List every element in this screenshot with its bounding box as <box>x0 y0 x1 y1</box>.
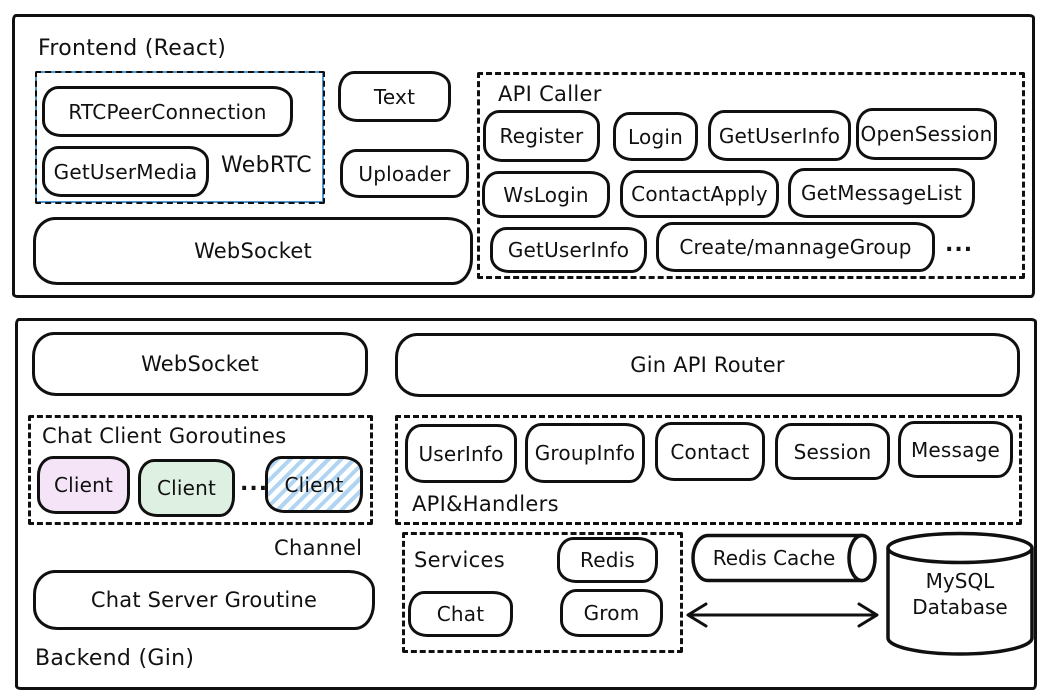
mysql-cylinder-shape <box>886 531 1034 656</box>
db-sync-arrow <box>680 601 885 629</box>
clients-ellipsis: ... <box>240 471 269 496</box>
uploader-box: Uploader <box>340 149 469 198</box>
mysql-label-line2: Database <box>912 595 1008 619</box>
webrtc-label: WebRTC <box>221 153 312 178</box>
api-caller-title: API Caller <box>498 82 602 106</box>
api-register-box: Register <box>483 110 600 162</box>
api-contactapply-box: ContactApply <box>620 170 779 218</box>
api-getuserinfo-box: GetUserInfo <box>708 110 851 161</box>
webrtc-group-frame <box>34 70 325 204</box>
service-chat-box: Chat <box>408 591 513 637</box>
api-handlers-label: API&Handlers <box>412 492 559 516</box>
text-box: Text <box>338 71 451 122</box>
api-caller-group <box>477 72 1025 279</box>
api-getmessagelist-box: GetMessageList <box>788 168 975 218</box>
service-redis-box: Redis <box>557 537 658 583</box>
redis-cache-cylinder-shape <box>691 533 877 583</box>
services-title: Services <box>414 548 505 572</box>
frontend-title: Frontend (React) <box>38 36 227 61</box>
client-goroutine-box-1: Client <box>37 456 130 514</box>
getusermedia-box: GetUserMedia <box>42 146 209 197</box>
gin-api-router-box: Gin API Router <box>395 333 1020 397</box>
handler-session-box: Session <box>775 423 890 480</box>
api-wslogin-box: WsLogin <box>482 171 610 218</box>
api-handlers-group <box>395 415 1022 525</box>
handler-contact-box: Contact <box>655 422 765 481</box>
api-login-box: Login <box>613 112 698 161</box>
api-caller-ellipsis: ... <box>945 232 974 257</box>
client-goroutine-box-3: Client <box>265 456 363 513</box>
api-create-manage-group-box: Create/mannageGroup <box>656 222 935 272</box>
redis-cache-cylinder: Redis Cache <box>690 533 880 583</box>
backend-websocket-box: WebSocket <box>32 332 368 396</box>
client-goroutine-box-2: Client <box>138 459 235 517</box>
frontend-websocket-box: WebSocket <box>33 217 473 285</box>
mysql-label-line1: MySQL <box>925 569 995 593</box>
chat-server-groutine-box: Chat Server Groutine <box>33 570 375 630</box>
handler-message-box: Message <box>898 421 1013 478</box>
chat-client-goroutines-title: Chat Client Goroutines <box>42 424 287 448</box>
handler-userinfo-box: UserInfo <box>405 424 517 483</box>
channel-label: Channel <box>274 536 363 560</box>
rtcpeerconnection-box: RTCPeerConnection <box>42 86 293 137</box>
api-getuserinfo2-box: GetUserInfo <box>490 227 647 273</box>
backend-title: Backend (Gin) <box>35 646 195 671</box>
mysql-database-cylinder: MySQL Database <box>885 531 1035 657</box>
services-group <box>402 532 683 653</box>
handler-groupinfo-box: GroupInfo <box>525 423 645 483</box>
service-grom-box: Grom <box>560 589 663 637</box>
redis-cache-label: Redis Cache <box>712 546 836 570</box>
chat-client-goroutines-group <box>28 415 373 525</box>
api-opensession-box: OpenSession <box>856 108 997 160</box>
